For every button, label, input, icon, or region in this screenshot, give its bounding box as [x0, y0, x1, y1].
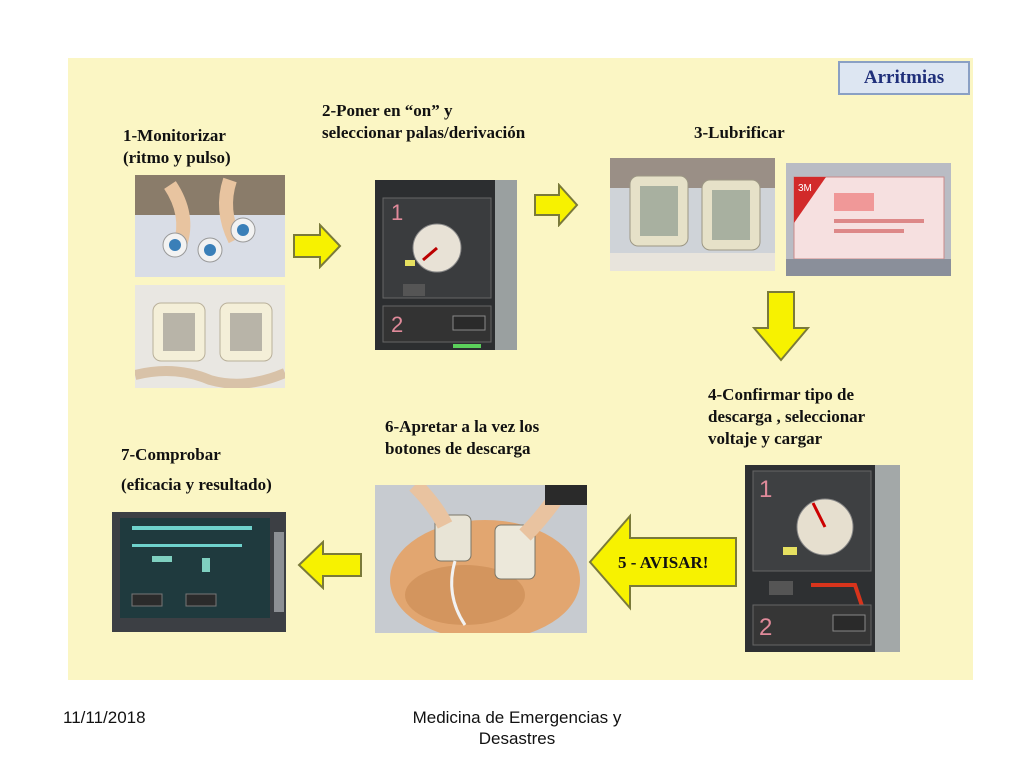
- arrow-left-2: [297, 540, 363, 590]
- gel-paddles-photo: [610, 158, 775, 271]
- monitor-screen-photo: [112, 512, 286, 632]
- gel-pads-package-photo: 3M: [786, 163, 951, 276]
- arrow-left-avisar: [586, 512, 740, 612]
- step-3-line-1: 3-Lubrificar: [694, 123, 785, 142]
- footer-title: Medicina de Emergencias y Desastres: [392, 707, 642, 749]
- footer-date: 11/11/2018: [63, 708, 146, 727]
- svg-text:1: 1: [391, 200, 403, 225]
- discharge-photo: [375, 485, 587, 633]
- step-2-line-2: seleccionar palas/derivación: [322, 123, 526, 142]
- svg-text:3M: 3M: [798, 183, 812, 194]
- step-6-title: 6-Apretar a la vez los botones de descar…: [385, 416, 539, 460]
- step-1-line-1: 1-Monitorizar: [123, 126, 226, 145]
- step-4-line-3: voltaje y cargar: [708, 429, 823, 448]
- step-4-line-1: 4-Confirmar tipo de: [708, 385, 855, 404]
- step-6-line-1: 6-Apretar a la vez los: [385, 417, 540, 436]
- paddles-photo: [135, 285, 285, 388]
- footer-title-line-1: Medicina de Emergencias y: [412, 708, 622, 727]
- step-2-title: 2-Poner en “on” y seleccionar palas/deri…: [322, 100, 525, 144]
- step-6-line-2: botones de descarga: [385, 439, 531, 458]
- footer-title-line-2: Desastres: [478, 729, 556, 748]
- step-1-title: 1-Monitorizar (ritmo y pulso): [123, 125, 231, 169]
- step-4-title: 4-Confirmar tipo de descarga , seleccion…: [708, 384, 865, 450]
- step-4-line-2: descarga , seleccionar: [708, 407, 866, 426]
- monitor-electrodes-photo: [135, 175, 285, 277]
- step-7-title: 7-Comprobar (eficacia y resultado): [121, 440, 272, 500]
- step-5-text: 5 - AVISAR!: [618, 553, 709, 572]
- arrow-down: [752, 290, 810, 362]
- svg-text:2: 2: [759, 614, 772, 641]
- arrow-right-1: [292, 223, 342, 269]
- step-3-title: 3-Lubrificar: [694, 122, 785, 144]
- svg-text:2: 2: [391, 312, 403, 337]
- energy-selection-photo: 1 2: [745, 465, 900, 652]
- topic-badge: Arritmias: [838, 61, 970, 95]
- step-5-label: 5 - AVISAR!: [618, 552, 708, 574]
- step-2-line-1: 2-Poner en “on” y: [322, 101, 453, 120]
- svg-text:1: 1: [759, 476, 772, 503]
- defibrillator-dial-photo: 1 2: [375, 180, 517, 350]
- step-7-line-1: 7-Comprobar: [121, 445, 221, 464]
- arrow-right-2: [533, 183, 579, 227]
- step-1-line-2: (ritmo y pulso): [123, 148, 231, 167]
- step-7-line-2: (eficacia y resultado): [121, 475, 272, 494]
